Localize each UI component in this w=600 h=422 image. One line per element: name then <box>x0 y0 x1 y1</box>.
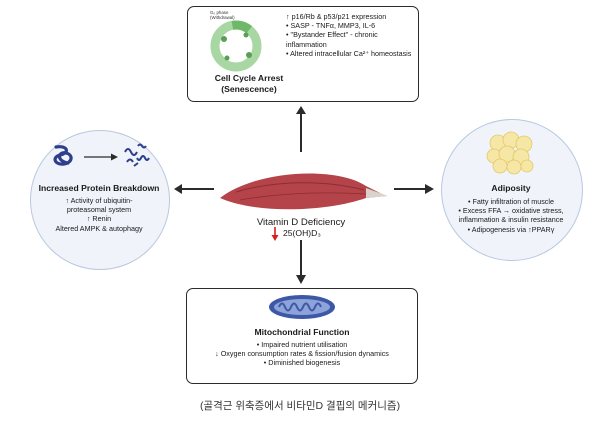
muscle-icon <box>220 173 388 210</box>
vitamin-d-title: Vitamin D Deficiency <box>256 217 346 228</box>
cell-cycle-title: Cell Cycle Arrest (Senescence) <box>214 73 284 94</box>
right-arrow-icon <box>84 153 118 161</box>
figure-caption: (골격근 위축증에서 비타민D 결핍의 메커니즘) <box>199 400 401 412</box>
cell-cycle-bullet: • Altered intracellular Ca²⁺ homeostasis <box>286 48 412 58</box>
peptide-fragments-icon <box>124 143 150 167</box>
arrow-left <box>174 184 214 194</box>
mitochondria-icon <box>269 295 335 319</box>
cell-cycle-bullet: • "Bystander Effect" - chronic inflammat… <box>286 30 378 49</box>
fat-cells-icon <box>486 131 534 175</box>
protein-breakdown-text: ↑ Activity of ubiquitin-proteasomal syst… <box>55 196 143 233</box>
protein-breakdown-title: Increased Protein Breakdown <box>38 183 160 193</box>
cell-cycle-bullet: ↑ p16/Rb & p53/p21 expression <box>286 12 387 21</box>
protein-breakdown-circle <box>30 130 170 270</box>
cell-cycle-bullets: ↑ p16/Rb & p53/p21 expression • SASP - T… <box>286 12 414 58</box>
vitamin-d-level: 25(OH)D₃ <box>283 228 321 238</box>
adiposity-bullet: • Adipogenesis via ↑PPARγ <box>467 224 555 234</box>
protein-icon <box>53 145 73 166</box>
arrow-right <box>394 184 434 194</box>
adiposity-title: Adiposity <box>491 183 531 193</box>
red-down-arrow-icon <box>271 227 279 241</box>
adiposity-bullet: • Fatty infiltration of muscle <box>467 197 554 206</box>
arrow-down <box>296 240 306 284</box>
mitochondrial-bullets: • Impaired nutrient utilisation ↓ Oxygen… <box>201 340 403 368</box>
cell-cycle-icon <box>210 20 262 72</box>
mitochondrial-bullet: ↓ Oxygen consumption rates & fission/fus… <box>215 349 389 359</box>
mitochondrial-bullet: • Diminished biogenesis <box>263 358 341 368</box>
mitochondrial-bullet: • Impaired nutrient utilisation <box>256 340 348 349</box>
arrow-up <box>296 106 306 152</box>
mitochondrial-title: Mitochondrial Function <box>254 327 350 337</box>
adiposity-bullet: • Excess FFA → oxidative stress, inflamm… <box>458 206 564 225</box>
cell-cycle-arrest-box: G₀ phase (Withdrawal) ↑ p16/Rb & p53/p21… <box>187 6 419 102</box>
mitochondrial-function-box: Mitochondrial Function • Impaired nutrie… <box>186 288 418 384</box>
cell-cycle-bullet: • SASP - TNFα, MMP3, IL-6 <box>286 21 376 31</box>
adiposity-bullets: • Fatty infiltration of muscle • Excess … <box>447 197 575 234</box>
g0-phase-label: G₀ phase (Withdrawal) <box>210 10 235 20</box>
